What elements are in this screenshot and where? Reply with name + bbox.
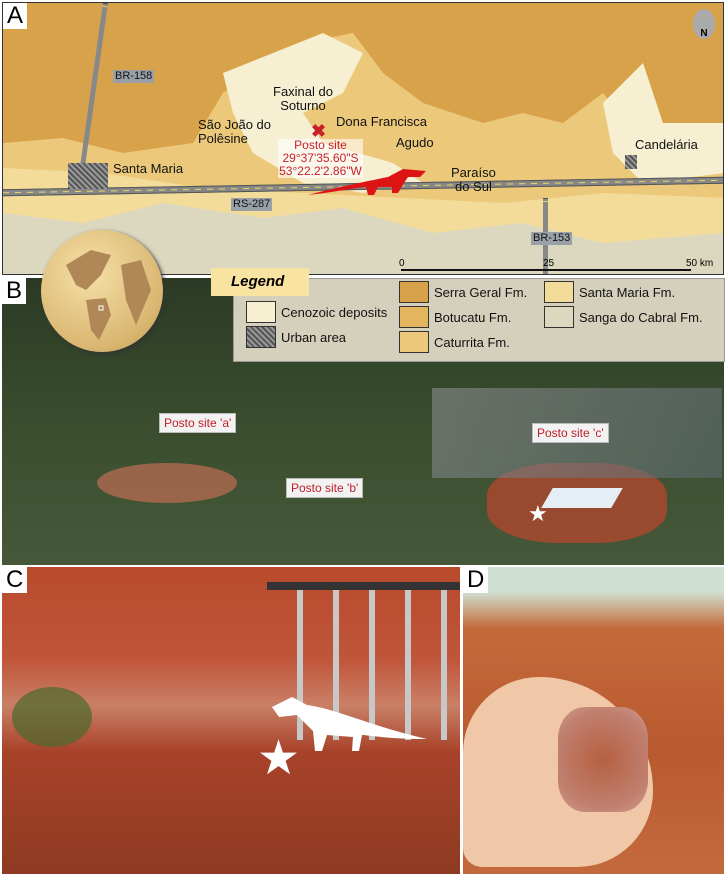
legend-caturrita: Caturrita Fm. [434,335,510,350]
continents-icon [66,250,151,340]
dinosaur-silhouette-icon [308,169,426,195]
site-marker-icon: ✖ [311,121,327,141]
panel-a-map: A BR-158 RS-287 BR-153 Faxinal do Soturn… [2,2,724,275]
legend-botucatu: Botucatu Fm. [434,310,512,325]
legend-urban: Urban area [281,330,347,345]
north-arrow-icon: N [693,9,715,39]
exposure-a [97,463,237,503]
urban-area-candelaria [625,155,637,169]
swatch-urban [246,326,276,348]
panel-label-c: C [2,567,28,593]
callout-site-b: Posto site 'b' [286,478,364,498]
swatch-cenozoic [246,301,276,323]
swatch-botucatu [399,306,429,328]
town-sao-joao: São João do Polêsine [198,117,272,146]
swatch-sanga [544,306,574,328]
swatch-santa-maria [544,281,574,303]
legend-santa-maria: Santa Maria Fm. [579,285,676,300]
vegetation [12,687,92,747]
panel-label-d: D [463,567,489,593]
road-tag-br158: BR-158 [113,70,155,83]
callout-site-a: Posto site 'a' [159,413,237,433]
site-info: Posto site 29°37'35.60"S 53°22.2'2.86"W [278,139,363,178]
panel-label-b: B [2,278,27,304]
scale-50: 50 km [686,258,714,269]
fossil-specimen [558,707,648,812]
star-marker-icon: ★ [528,501,548,526]
town-dona-francisca: Dona Francisca [336,114,428,129]
legend-sanga: Sanga do Cabral Fm. [579,310,703,325]
swatch-caturrita [399,331,429,353]
callout-site-c: Posto site 'c' [532,423,609,443]
globe-inset [41,230,163,352]
site-lon: 53°22.2'2.86"W [279,164,362,178]
site-name: Posto site [294,138,347,152]
scale-25: 25 [543,258,555,269]
panel-c-outcrop-photo: C ★ [2,567,460,874]
panel-label-a: A [3,3,28,29]
town-paraiso: Paraíso do Sul [451,165,496,194]
town-candelaria: Candelária [635,137,698,152]
swatch-serra-geral [399,281,429,303]
site-lat: 29°37'35.60"S [282,151,359,165]
legend-serra-geral: Serra Geral Fm. [434,285,528,300]
dinosaur-silhouette-icon [272,697,427,751]
scale-0: 0 [399,258,405,269]
road-tag-br153: BR-153 [531,232,573,245]
road-tag-rs287: RS-287 [231,198,273,211]
scale-bar [401,269,691,271]
town-santa-maria: Santa Maria [113,161,184,176]
legend-cenozoic: Cenozoic deposits [281,305,388,320]
legend: Cenozoic deposits Urban area Serra Geral… [233,278,725,362]
urban-area-santa-maria [68,163,108,189]
town-faxinal: Faxinal do Soturno [273,84,333,113]
star-marker-icon: ★ [257,732,301,785]
legend-title: Legend [211,268,309,296]
shed-roof [541,488,623,508]
town-agudo: Agudo [396,135,434,150]
panel-d-fossil-in-hand-photo: D [463,567,724,874]
